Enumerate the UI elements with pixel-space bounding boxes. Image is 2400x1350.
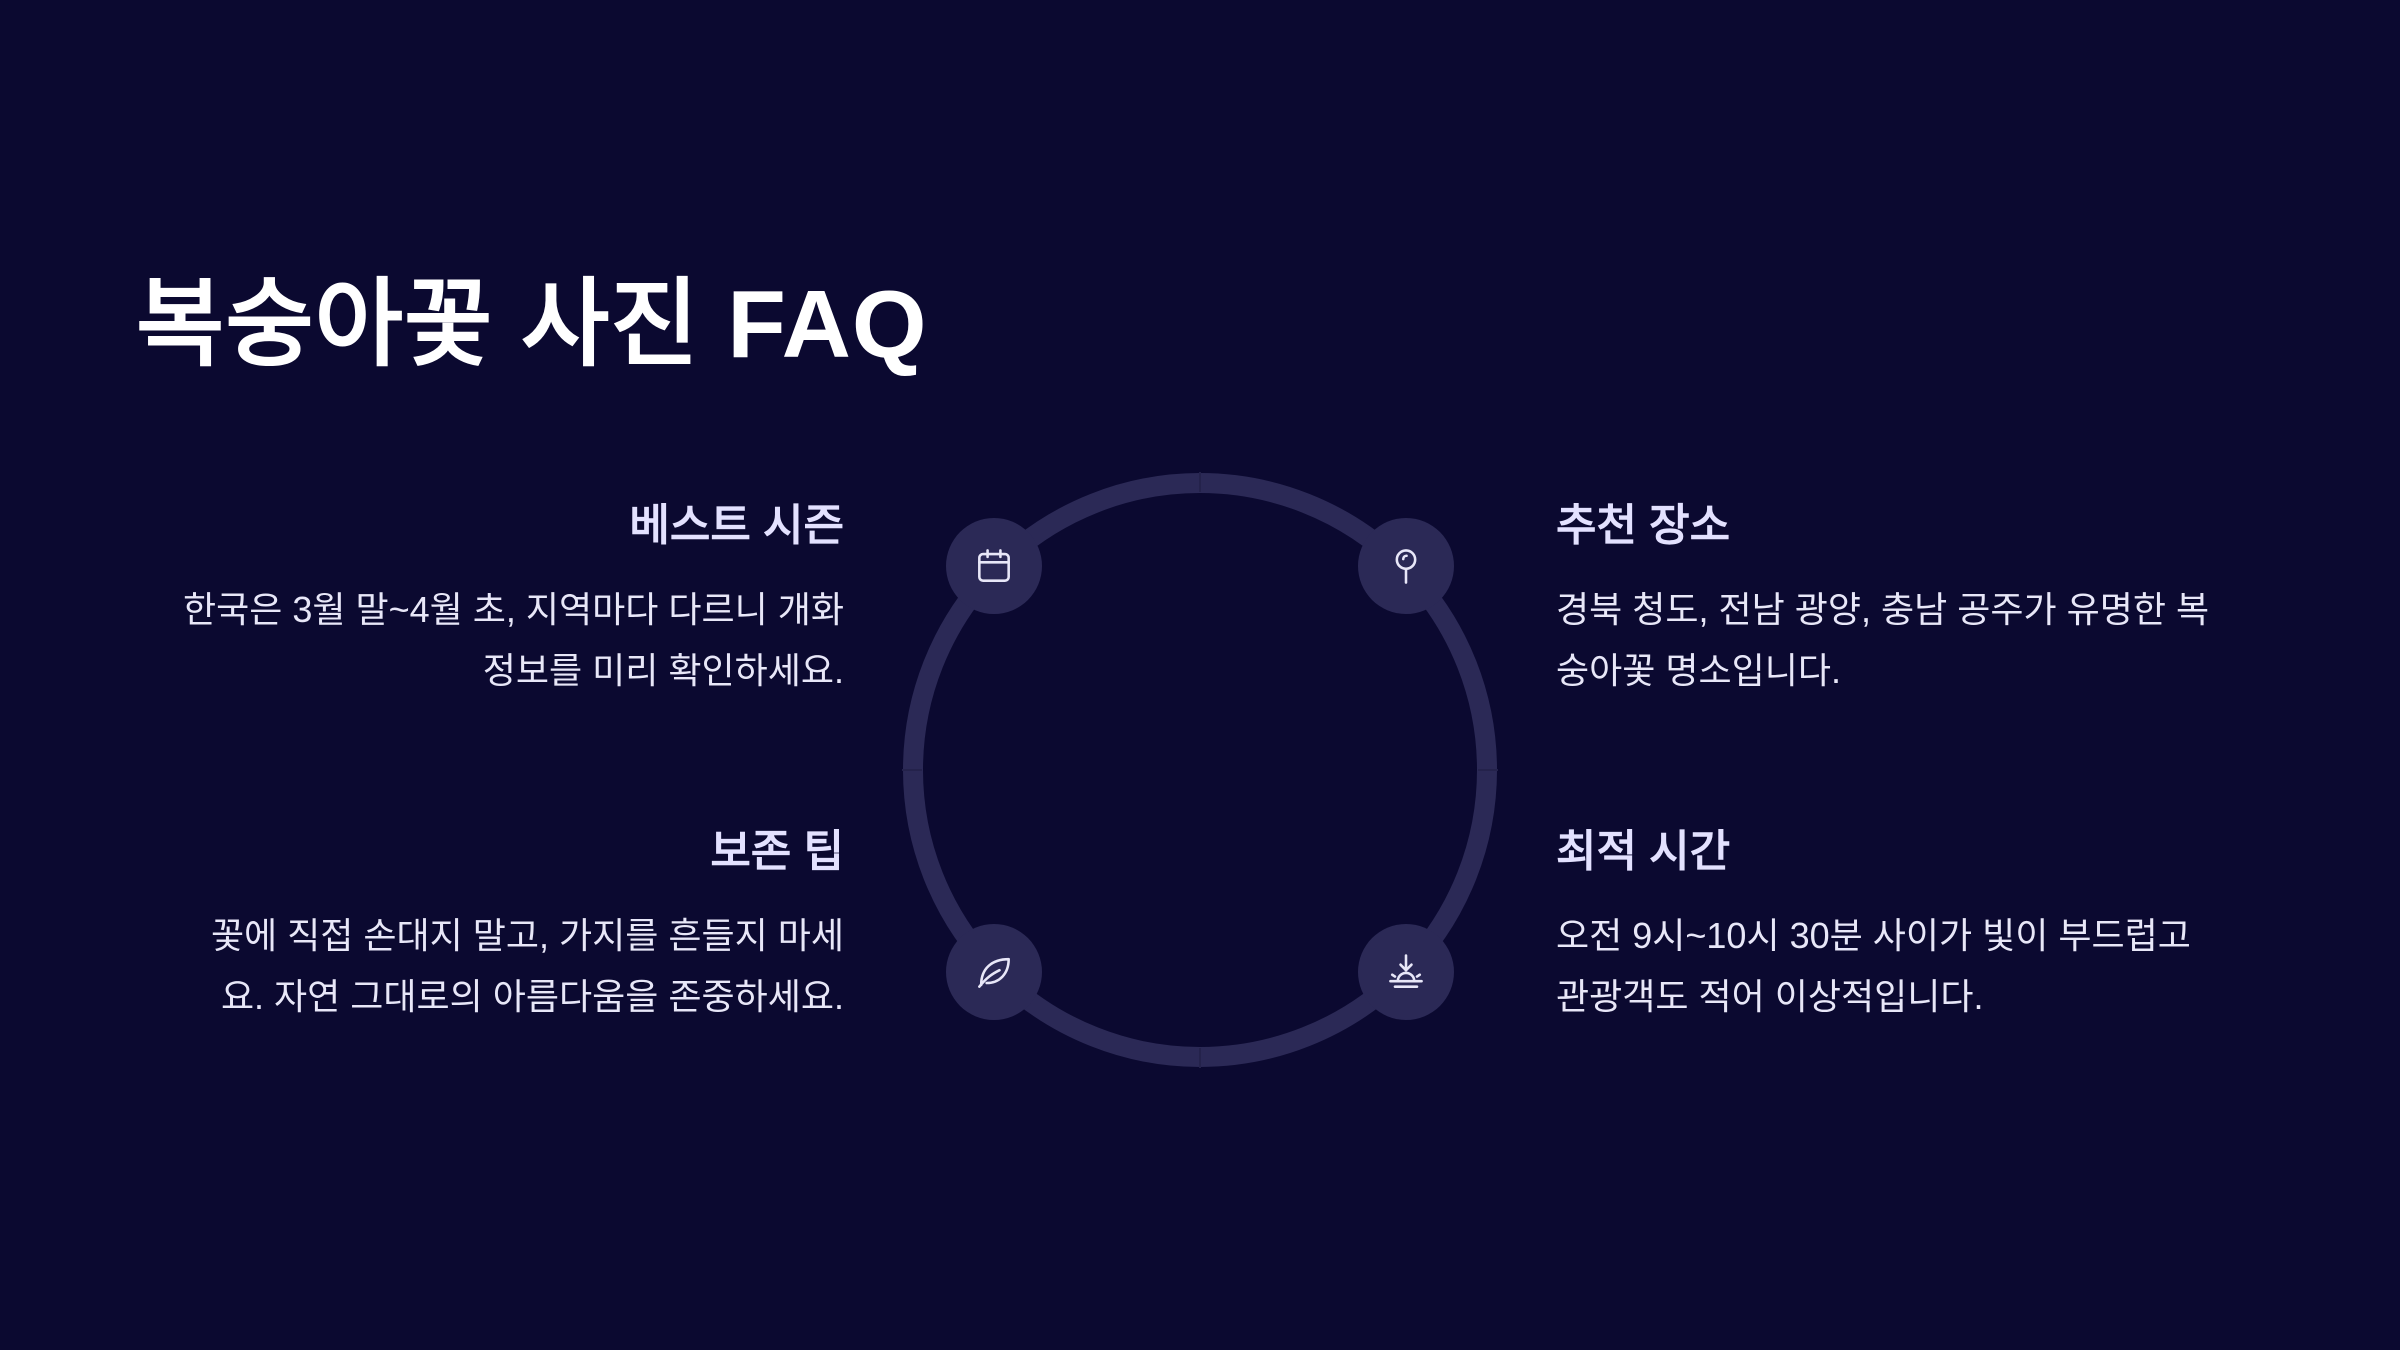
leaf-node <box>946 924 1042 1020</box>
faq-best-time-text: 오전 9시~10시 30분 사이가 빛이 부드럽고 관광객도 적어 이상적입니다… <box>1556 905 2276 1027</box>
faq-recommended-places-line1: 경북 청도, 전남 광양, 충남 공주가 유명한 복 <box>1556 588 2210 630</box>
faq-recommended-places-line2: 숭아꽃 명소입니다. <box>1556 649 1841 691</box>
faq-preservation-tips-text: 꽃에 직접 손대지 말고, 가지를 흔들지 마세 요. 자연 그대로의 아름다움… <box>124 905 844 1027</box>
map-pin-node <box>1358 518 1454 614</box>
calendar-node <box>946 518 1042 614</box>
faq-best-season-line2: 정보를 미리 확인하세요. <box>482 649 844 691</box>
faq-best-time-line1: 오전 9시~10시 30분 사이가 빛이 부드럽고 <box>1556 914 2191 956</box>
faq-recommended-places-text: 경북 청도, 전남 광양, 충남 공주가 유명한 복 숭아꽃 명소입니다. <box>1556 579 2276 701</box>
faq-best-season-text: 한국은 3월 말~4월 초, 지역마다 다르니 개화 정보를 미리 확인하세요. <box>124 579 844 701</box>
sunrise-icon <box>1389 954 1423 988</box>
faq-best-season-line1: 한국은 3월 말~4월 초, 지역마다 다르니 개화 <box>182 588 844 630</box>
faq-best-time: 최적 시간 오전 9시~10시 30분 사이가 빛이 부드럽고 관광객도 적어 … <box>1556 826 2276 1027</box>
faq-preservation-tips-title: 보존 팁 <box>710 827 844 876</box>
calendar-icon <box>978 549 1010 582</box>
faq-preservation-tips-line1: 꽃에 직접 손대지 말고, 가지를 흔들지 마세 <box>210 914 844 956</box>
faq-preservation-tips-line2: 요. 자연 그대로의 아름다움을 존중하세요. <box>220 975 844 1017</box>
faq-preservation-tips: 보존 팁 꽃에 직접 손대지 말고, 가지를 흔들지 마세 요. 자연 그대로의… <box>124 826 844 1027</box>
faq-best-season: 베스트 시즌 한국은 3월 말~4월 초, 지역마다 다르니 개화 정보를 미리… <box>124 500 844 701</box>
leaf-icon <box>978 957 1010 988</box>
faq-recommended-places-title: 추천 장소 <box>1556 501 1731 550</box>
map-pin-icon <box>1395 549 1417 584</box>
slide-title: 복숭아꽃 사진 FAQ <box>136 271 928 378</box>
faq-best-time-line2: 관광객도 적어 이상적입니다. <box>1556 975 1984 1017</box>
faq-best-season-title: 베스트 시즌 <box>629 501 844 550</box>
cycle-diagram <box>900 470 1500 1070</box>
sunrise-node <box>1358 924 1454 1020</box>
faq-recommended-places: 추천 장소 경북 청도, 전남 광양, 충남 공주가 유명한 복 숭아꽃 명소입… <box>1556 500 2276 701</box>
faq-best-time-title: 최적 시간 <box>1556 827 1731 876</box>
cycle-ring <box>902 472 1498 1068</box>
